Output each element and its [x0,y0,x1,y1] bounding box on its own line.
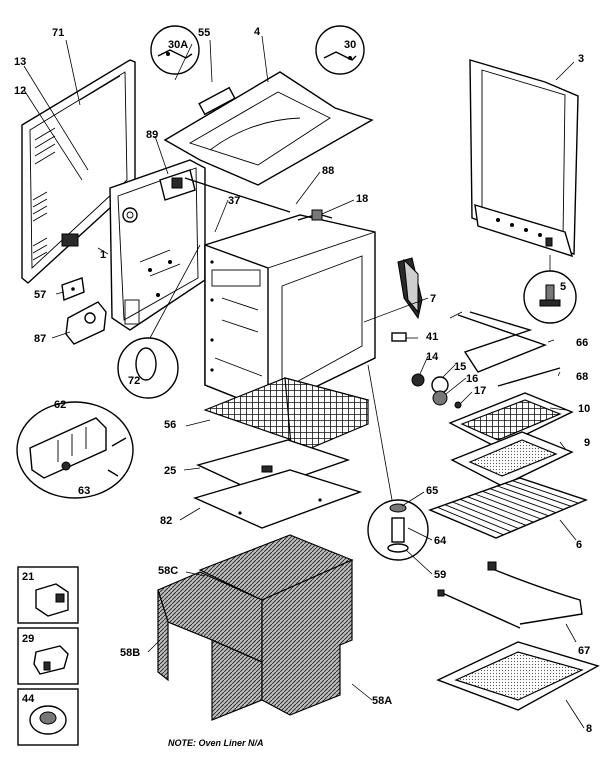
side-frame [109,159,206,331]
label-89: 89 [146,129,158,141]
rack-bar [437,506,504,536]
label-14: 14 [426,351,439,363]
label-16: 16 [466,373,478,385]
label-21: 21 [22,571,34,583]
bake-element [449,311,547,373]
label-18: 18 [356,193,368,205]
label-63: 63 [78,485,90,497]
wire-68 [497,367,561,387]
label-10: 10 [578,403,590,415]
rack-bar [497,485,564,510]
top-panel [163,71,374,186]
detail-30A [150,25,200,75]
rack-bar [512,480,579,504]
label-13: 13 [14,56,26,68]
back-panel [21,59,136,284]
detail-terminal-block [16,401,134,499]
label-6: 6 [576,539,582,551]
rack-bar [452,501,519,529]
label-44: 44 [22,693,35,705]
fastener-18 [297,209,333,221]
label-8: 8 [586,723,592,735]
label-25: 25 [164,465,176,477]
hinge-detail [523,255,577,324]
lower-tray [436,641,600,711]
label-30A: 30A [168,39,188,51]
rack-bar [444,504,512,533]
cabinet-base-56 [203,377,370,457]
switch-41 [391,332,407,342]
panel-25 [195,439,351,493]
note-text: NOTE: Oven Liner N/A [168,738,264,748]
label-56: 56 [164,419,176,431]
sensor-wire [437,561,583,629]
label-30: 30 [344,39,356,51]
label-1: 1 [100,249,106,261]
label-59: 59 [434,569,446,581]
label-62: 62 [54,399,66,411]
inset-box-29 [17,627,79,685]
wiring-bracket-89 [159,169,196,201]
bracket-57 [61,277,85,301]
inset-box-44 [17,688,79,746]
oven-cabinet [204,214,376,412]
bracket-87 [65,301,107,345]
label-41: 41 [426,331,438,343]
part-labels: 71 13 12 30A 55 4 30 3 89 88 37 18 1 57 … [14,26,592,748]
panel-82 [192,469,363,529]
label-88: 88 [322,165,334,177]
label-65: 65 [426,485,438,497]
leader-lines [23,35,585,729]
rack-bar [482,490,549,517]
oven-rack [428,477,588,539]
label-64: 64 [434,535,447,547]
rack-bar [504,482,572,507]
inset-box-21 [17,566,79,624]
wire-88 [184,177,291,213]
label-5: 5 [560,281,566,293]
label-82: 82 [160,515,172,527]
rack-bar [489,488,557,514]
rack-bar [474,493,542,520]
label-58C: 58C [158,565,178,577]
label-72: 72 [128,375,140,387]
oven-liner [157,534,354,721]
label-7: 7 [430,293,436,305]
label-67: 67 [578,645,590,657]
broil-grid [448,392,574,449]
label-58A: 58A [372,695,392,707]
label-66: 66 [576,337,588,349]
label-87: 87 [34,333,46,345]
label-4: 4 [254,26,261,38]
rack-bar [459,498,527,526]
label-37: 37 [228,195,240,207]
sensor-detail [367,364,429,561]
label-17: 17 [474,385,486,397]
label-57: 57 [34,289,46,301]
label-55: 55 [198,27,210,39]
detail-30 [315,25,365,75]
label-12: 12 [14,85,26,97]
label-15: 15 [454,361,466,373]
fittings-14-17 [411,373,462,409]
label-9: 9 [584,437,590,449]
outer-door [469,59,579,258]
handle-7 [397,257,423,320]
label-29: 29 [22,633,34,645]
label-71: 71 [52,27,64,39]
broil-pan [450,431,574,487]
label-68: 68 [576,371,588,383]
rack-bar [467,496,534,523]
label-58B: 58B [120,647,140,659]
label-3: 3 [578,53,584,65]
detail-72 [117,244,201,399]
